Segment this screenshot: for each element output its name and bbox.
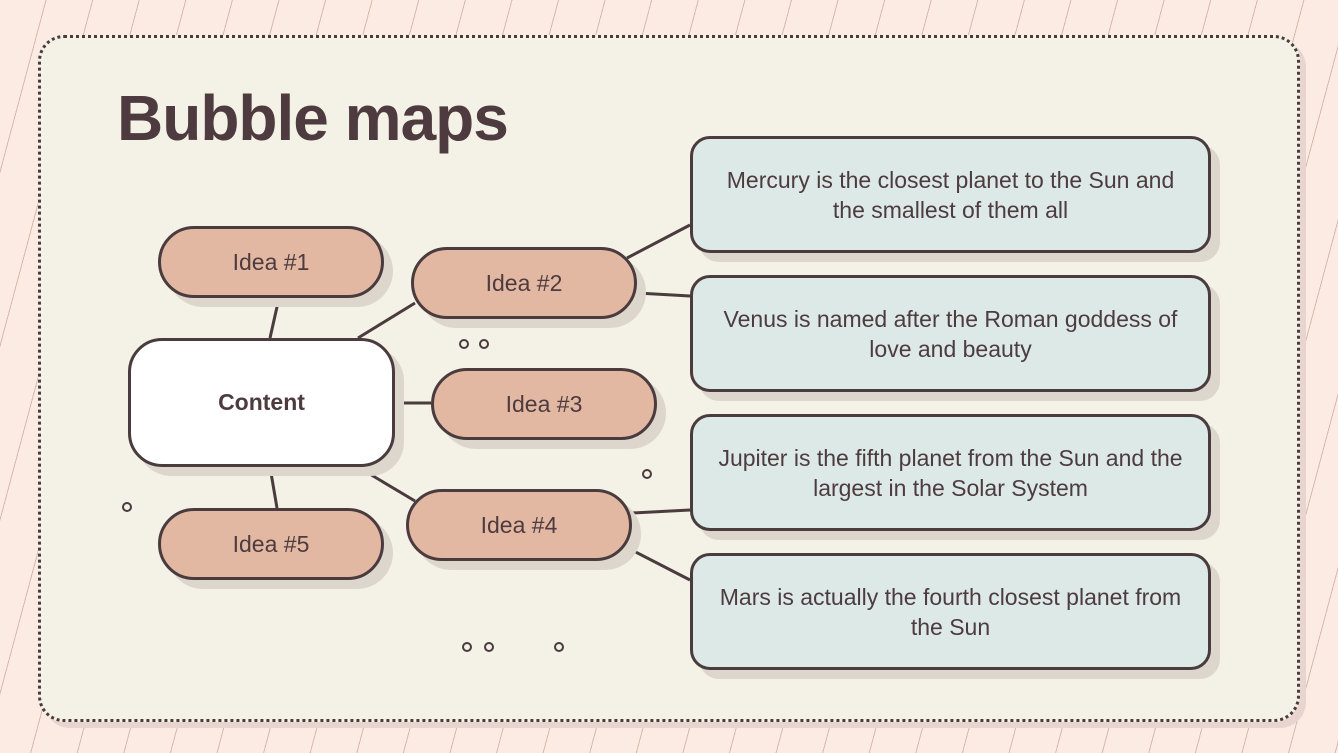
center-node-content[interactable]: Content bbox=[128, 338, 395, 467]
detail-text: Venus is named after the Roman goddess o… bbox=[723, 305, 1178, 362]
idea-node-label: Idea #2 bbox=[485, 269, 563, 296]
connector-idea2-mercury bbox=[626, 223, 691, 260]
detail-text: Mars is actually the fourth closest plan… bbox=[719, 583, 1182, 640]
detail-box-jupiter[interactable]: Jupiter is the fifth planet from the Sun… bbox=[690, 414, 1211, 531]
connector-content-idea5 bbox=[268, 466, 279, 509]
connector-content-idea4 bbox=[357, 465, 416, 503]
detail-text: Jupiter is the fifth planet from the Sun… bbox=[718, 444, 1183, 501]
decorative-circle-icon bbox=[479, 339, 489, 349]
detail-box-mercury[interactable]: Mercury is the closest planet to the Sun… bbox=[690, 136, 1211, 253]
decorative-circle-icon bbox=[122, 502, 132, 512]
idea-node-5[interactable]: Idea #5 bbox=[158, 508, 384, 580]
connector-idea4-jupiter bbox=[631, 508, 691, 515]
connector-content-idea1 bbox=[268, 297, 281, 339]
idea-node-label: Idea #4 bbox=[480, 511, 558, 538]
center-node-label: Content bbox=[218, 389, 305, 415]
idea-node-1[interactable]: Idea #1 bbox=[158, 226, 384, 298]
detail-text: Mercury is the closest planet to the Sun… bbox=[726, 166, 1175, 223]
connector-idea2-venus bbox=[636, 291, 691, 298]
decorative-circle-icon bbox=[554, 642, 564, 652]
decorative-circle-icon bbox=[459, 339, 469, 349]
idea-node-label: Idea #1 bbox=[232, 248, 310, 275]
detail-box-venus[interactable]: Venus is named after the Roman goddess o… bbox=[690, 275, 1211, 392]
decorative-circle-icon bbox=[484, 642, 494, 652]
idea-node-3[interactable]: Idea #3 bbox=[431, 368, 657, 440]
slide-title: Bubble maps bbox=[117, 82, 509, 154]
detail-box-mars[interactable]: Mars is actually the fourth closest plan… bbox=[690, 553, 1211, 670]
decorative-circle-icon bbox=[462, 642, 472, 652]
decorative-circle-icon bbox=[642, 469, 652, 479]
connector-idea4-mars bbox=[625, 545, 691, 582]
connector-content-idea2 bbox=[357, 301, 416, 340]
idea-node-2[interactable]: Idea #2 bbox=[411, 247, 637, 319]
idea-node-4[interactable]: Idea #4 bbox=[406, 489, 632, 561]
idea-node-label: Idea #5 bbox=[232, 530, 310, 557]
idea-node-label: Idea #3 bbox=[505, 390, 583, 417]
